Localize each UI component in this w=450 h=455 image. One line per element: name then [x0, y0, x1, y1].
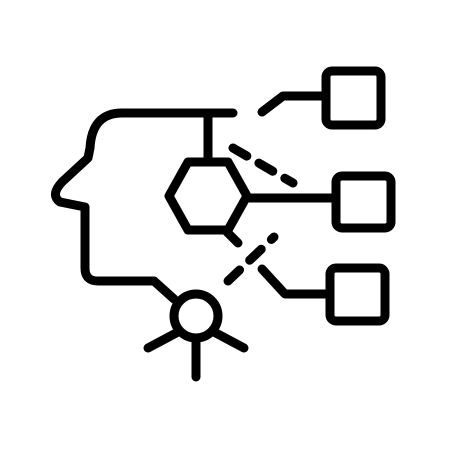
bottom-square-node — [325, 263, 390, 326]
right-branch-line — [209, 327, 249, 353]
middle-square-node — [331, 171, 396, 233]
head-profile-outline — [51, 108, 238, 304]
lower-dashed-link — [223, 232, 279, 286]
left-branch-line — [143, 327, 183, 353]
bottom-square-connector — [221, 226, 335, 299]
hexagon-node — [164, 157, 252, 235]
top-square-connector — [257, 91, 331, 117]
top-square-node — [321, 66, 386, 130]
upper-dashed-link — [228, 143, 298, 188]
